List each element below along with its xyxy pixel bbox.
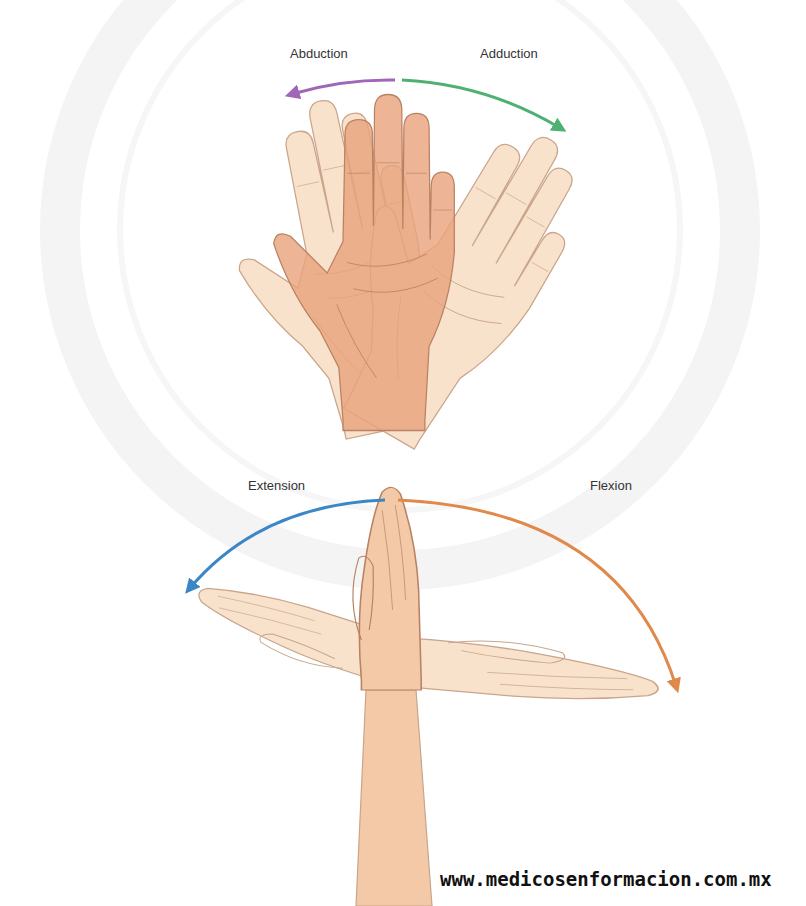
extension-arrow: [190, 500, 385, 588]
seal-watermark: [60, 0, 740, 570]
movement-label: Flexion: [590, 478, 632, 494]
movement-label: Adduction: [480, 46, 538, 62]
abducted-hand: [208, 87, 455, 453]
movement-label: Extension: [248, 478, 305, 494]
forearm: [356, 690, 432, 906]
seal-watermark: [120, 0, 680, 510]
neutral-hand: [274, 95, 455, 431]
flexion-arrow: [398, 500, 676, 686]
neutral-hand: [353, 487, 421, 690]
movement-label: Abduction: [290, 46, 348, 62]
adduction-arrow: [402, 80, 560, 128]
abduction-arrow: [292, 80, 395, 94]
watermark: www.medicosenformacion.com.mx: [440, 868, 772, 890]
